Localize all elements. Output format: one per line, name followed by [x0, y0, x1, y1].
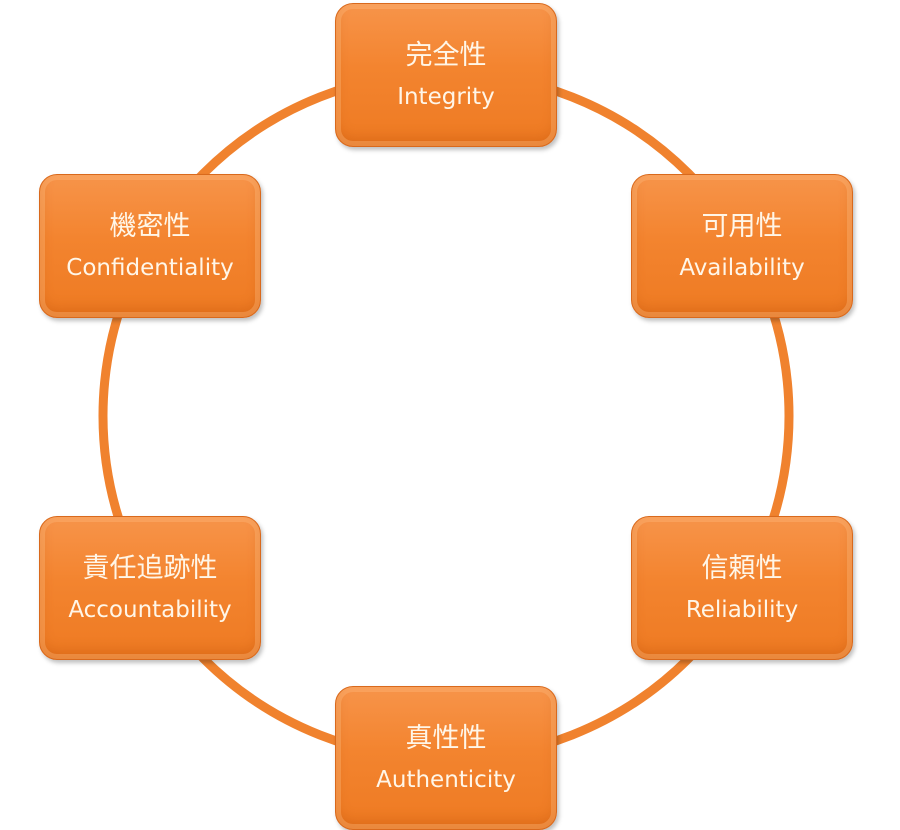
- node-label-jp: 信頼性: [701, 553, 783, 584]
- node-label-jp: 完全性: [405, 40, 487, 71]
- node-label-jp: 可用性: [701, 211, 783, 242]
- node-reliability: 信頼性 Reliability: [631, 516, 853, 660]
- node-availability: 可用性 Availability: [631, 174, 853, 318]
- node-label-en: Reliability: [685, 597, 799, 623]
- node-confidentiality: 機密性 Confidentiality: [39, 174, 261, 318]
- node-integrity: 完全性 Integrity: [335, 3, 557, 147]
- node-label-en: Confidentiality: [66, 255, 234, 281]
- node-authenticity: 真性性 Authenticity: [335, 686, 557, 830]
- node-label-en: Availability: [679, 255, 805, 281]
- node-label-en: Authenticity: [376, 767, 516, 793]
- node-accountability: 責任追跡性 Accountability: [39, 516, 261, 660]
- node-label-en: Integrity: [397, 84, 495, 110]
- node-label-jp: 機密性: [109, 211, 191, 242]
- node-label-en: Accountability: [68, 597, 232, 623]
- node-label-jp: 真性性: [405, 723, 487, 754]
- node-label-jp: 責任追跡性: [82, 553, 218, 584]
